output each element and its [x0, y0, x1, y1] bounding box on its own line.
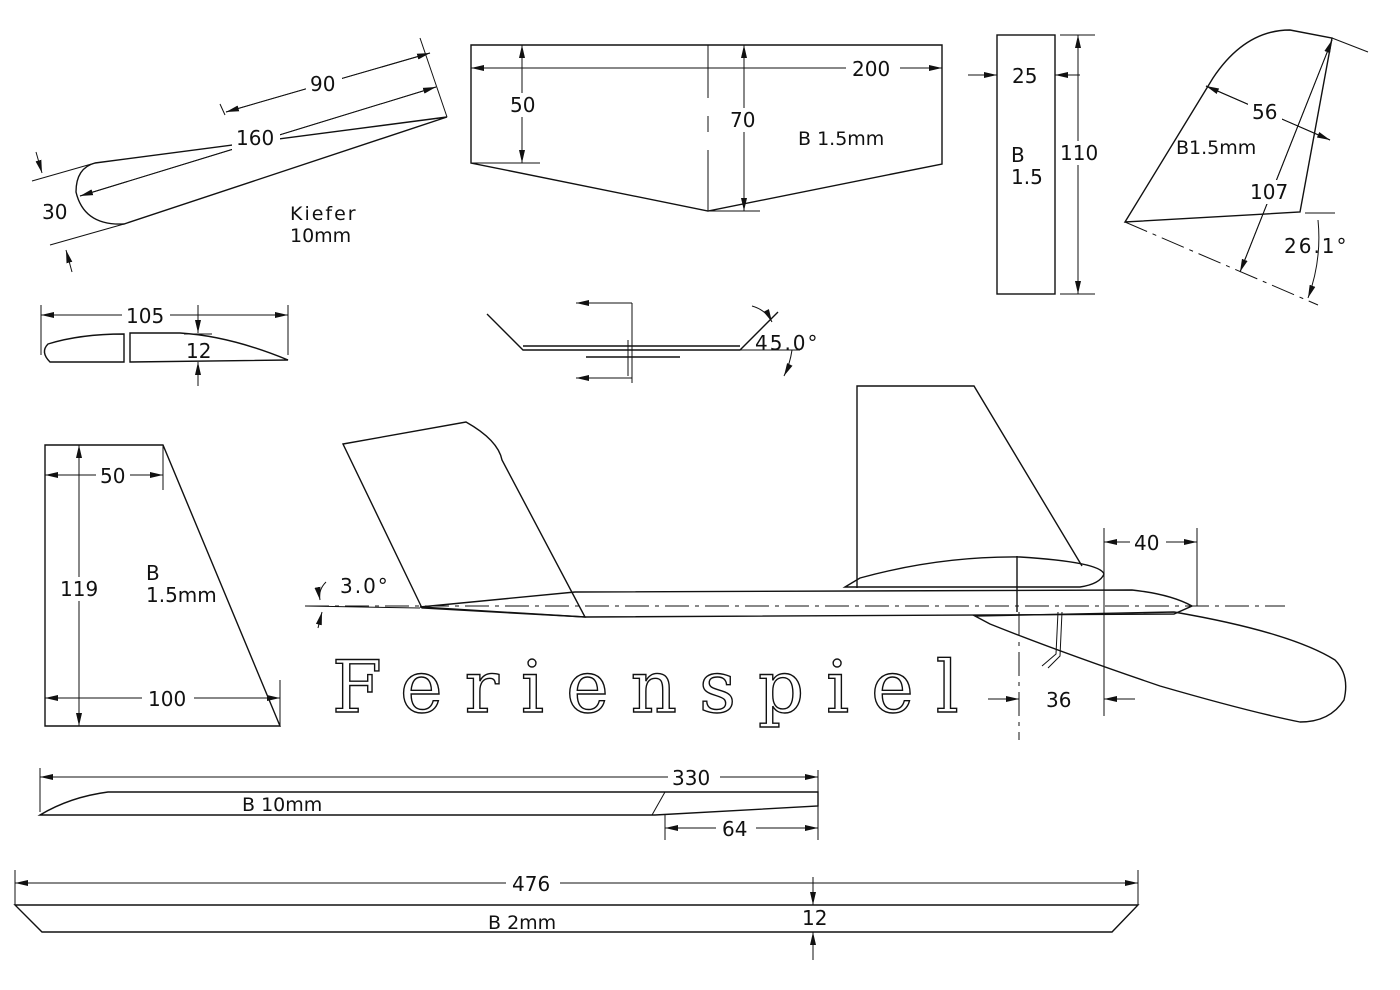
- fuselage-part: 330 64 B 10mm: [37, 766, 819, 841]
- profile-height-12: 12: [186, 339, 211, 363]
- stabilizer-material-thickness: 1.5mm: [146, 583, 217, 607]
- strip-material-b: B: [1011, 143, 1025, 167]
- spar-length-476: 476: [512, 872, 550, 896]
- handle-material: Kiefer: [290, 203, 358, 225]
- strip-part: 25 110 B 1.5: [968, 34, 1102, 295]
- handle-part: 90 160 30 Kiefer 10mm: [31, 37, 448, 273]
- profile-part: 105 12: [40, 304, 289, 386]
- spar-part: 476 12 B 2mm: [13, 870, 1140, 960]
- stabilizer-height-119: 119: [60, 577, 98, 601]
- fin-part: 56 B1.5mm 107 26.1°: [1123, 29, 1369, 306]
- handle-length-160: 160: [236, 126, 274, 150]
- fin-material: B1.5mm: [1176, 137, 1256, 159]
- fin-length-107: 107: [1250, 180, 1288, 204]
- wing-root-50: 50: [510, 93, 535, 117]
- spar-material: B 2mm: [488, 912, 556, 934]
- stabilizer-part: 50 119 100 B 1.5mm: [44, 444, 282, 727]
- strip-length-110: 110: [1060, 141, 1098, 165]
- assembly-view: 40 36 3.0°: [304, 385, 1347, 740]
- wing-span-200: 200: [852, 57, 890, 81]
- stabilizer-material-b: B: [146, 561, 160, 585]
- handle-thickness: 10mm: [290, 225, 351, 247]
- profile-length-105: 105: [126, 304, 164, 328]
- handle-length-90: 90: [310, 72, 335, 96]
- assembly-offset-36: 36: [1046, 688, 1071, 712]
- fuselage-material: B 10mm: [242, 794, 322, 816]
- stabilizer-top-50: 50: [100, 464, 125, 488]
- fin-angle: 26.1°: [1284, 234, 1349, 258]
- dihedral-angle: 45.0°: [755, 331, 820, 355]
- assembly-angle: 3.0°: [340, 574, 390, 598]
- wing-half-part: 200 50 70 B 1.5mm: [470, 44, 943, 212]
- handle-width-30: 30: [42, 200, 67, 224]
- fuselage-length-330: 330: [672, 766, 710, 790]
- fuselage-taper-64: 64: [722, 817, 747, 841]
- strip-width-25: 25: [1012, 64, 1037, 88]
- spar-height-12: 12: [802, 906, 827, 930]
- assembly-offset-40: 40: [1134, 531, 1159, 555]
- wing-chord-70: 70: [730, 108, 755, 132]
- strip-material-thickness: 1.5: [1011, 165, 1043, 189]
- dihedral-view: 45.0°: [486, 300, 820, 383]
- fin-width-56: 56: [1252, 100, 1277, 124]
- stabilizer-base-100: 100: [148, 687, 186, 711]
- wing-material: B 1.5mm: [798, 128, 884, 150]
- drawing-title: Ferienspiel: [332, 645, 981, 729]
